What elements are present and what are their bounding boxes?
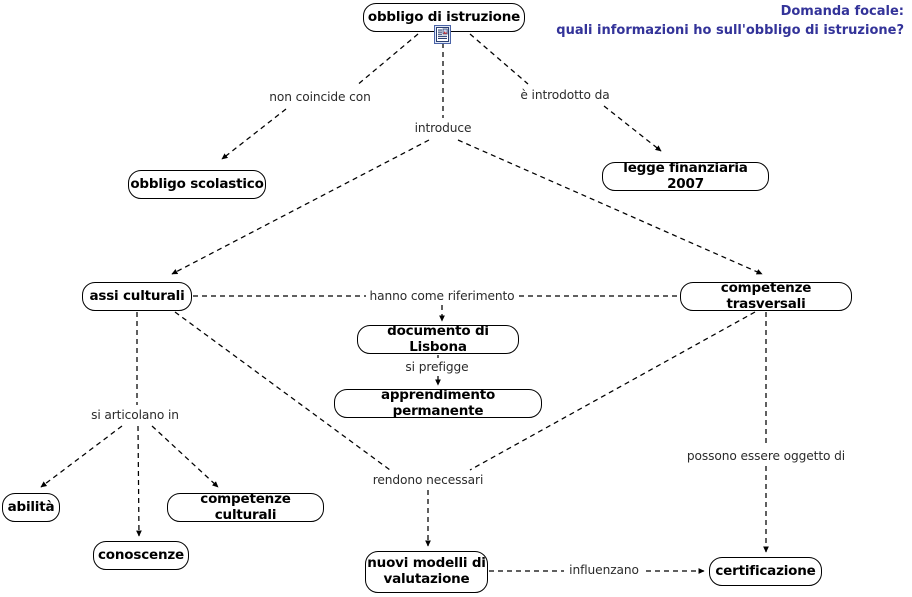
node-competenze-culturali[interactable]: competenze culturali — [167, 491, 324, 522]
edge-label-rendono-necessari: rendono necessari — [369, 473, 487, 487]
edge-label-influenzano: influenzano — [566, 563, 642, 577]
focal-question: Domanda focale: quali informazioni ho su… — [556, 4, 904, 38]
node-certificazione[interactable]: certificazione — [709, 557, 822, 586]
edge-arrow-si-articolano-competenze-culturali — [151, 425, 219, 488]
edge-line-e-introdotto-da — [469, 33, 529, 85]
edge-arrow-introduce-assi-culturali — [171, 139, 430, 275]
node-apprendimento-permanente[interactable]: apprendimento permanente — [334, 387, 542, 418]
edge-arrow-e-introdotto-da — [603, 105, 662, 152]
node-nuovi-modelli-di-valutazione[interactable]: nuovi modelli di valutazione — [365, 551, 488, 593]
node-legge-finanziaria-2007[interactable]: legge finanziaria 2007 — [602, 160, 769, 191]
edge-line-competenze-rendono-necessari — [469, 311, 756, 471]
node-documento-di-lisbona[interactable]: documento di Lisbona — [357, 323, 519, 354]
document-resource-icon[interactable] — [434, 25, 451, 44]
node-abilita[interactable]: abilità — [2, 493, 60, 522]
edge-arrow-si-articolano-conoscenze — [136, 425, 142, 537]
edge-label-non-coincide-con: non coincide con — [266, 90, 374, 104]
edge-label-si-articolano-in: si articolano in — [88, 408, 182, 422]
edge-label-possono-essere-oggetto-di: possono essere oggetto di — [683, 449, 849, 463]
node-competenze-trasversali[interactable]: competenze trasversali — [680, 280, 852, 311]
edge-arrow-introduce-competenze-trasversali — [457, 139, 763, 275]
node-obbligo-scolastico[interactable]: obbligo scolastico — [128, 170, 266, 199]
edge-arrow-si-articolano-abilita — [40, 425, 123, 488]
node-conoscenze[interactable]: conoscenze — [93, 541, 189, 570]
edge-arrow-non-coincide-con — [221, 108, 287, 160]
edge-label-hanno-come-riferimento: hanno come riferimento — [366, 289, 518, 303]
edge-label-si-prefigge: si prefigge — [402, 360, 472, 374]
edge-label-introduce: introduce — [411, 121, 475, 135]
edge-label-e-introdotto-da: è introdotto da — [517, 88, 613, 102]
edge-line-non-coincide-con — [355, 33, 419, 87]
node-assi-culturali[interactable]: assi culturali — [82, 282, 192, 311]
